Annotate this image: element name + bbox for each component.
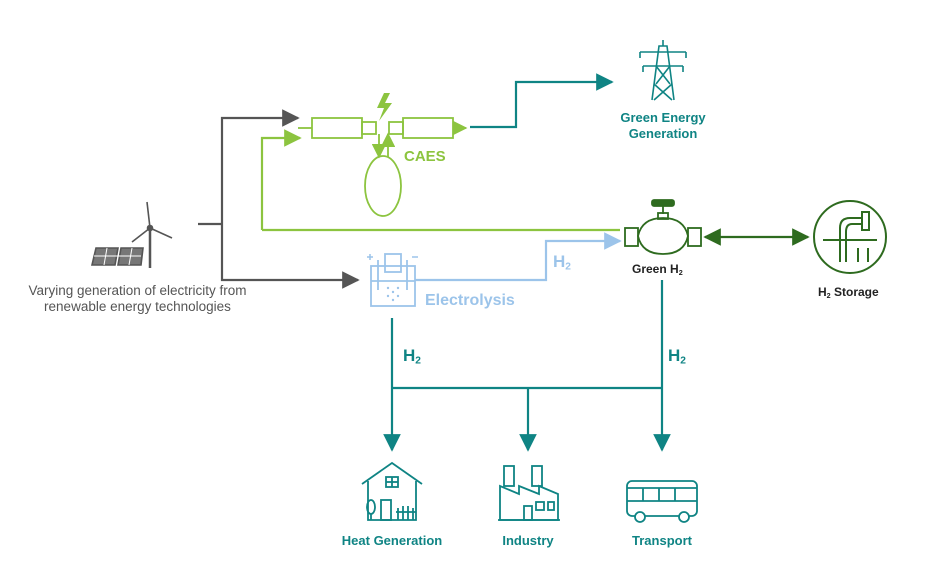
house-icon (361, 461, 423, 521)
caes-icon (260, 93, 468, 230)
h2-label-right-branch: H2 (668, 346, 686, 367)
transport-label: Transport (632, 533, 692, 548)
green-h2-text: Green H (632, 262, 679, 276)
h2-flow-subscript: 2 (565, 261, 571, 273)
electrolysis-label: Electrolysis (425, 292, 515, 309)
caes-label: CAES (404, 148, 446, 165)
h2-right-subscript: 2 (680, 355, 686, 367)
h2-storage-text: Storage (830, 285, 879, 299)
h2-storage-label: H2 Storage (818, 285, 879, 300)
h2-flow-text: H (553, 252, 566, 271)
h2-distribution-lines (383, 280, 671, 452)
green-h2-subscript: 2 (678, 267, 683, 277)
solar-panel-icon (90, 247, 144, 266)
source-label: Varying generation of electricity from r… (28, 283, 247, 314)
industry-label: Industry (502, 533, 554, 548)
transmission-tower-icon (639, 40, 687, 101)
green-energy-generation-label: Green Energy Generation (620, 110, 706, 141)
bus-icon (626, 480, 698, 523)
heat-generation-label: Heat Generation (341, 533, 443, 548)
h2-label-left-branch: H2 (403, 346, 421, 367)
h2-right-text: H (668, 346, 681, 365)
valve-icon (624, 199, 702, 255)
h2-storage-icon (813, 200, 887, 274)
renewable-energy-icon (90, 201, 173, 268)
source-feed-lines (198, 109, 360, 289)
factory-icon (498, 465, 560, 521)
h2-left-text: H (403, 346, 416, 365)
green-h2-label: Green H2 (632, 262, 683, 277)
h2-left-subscript: 2 (415, 355, 421, 367)
caes-to-grid-arrow (470, 73, 614, 129)
electrolysis-icon (367, 253, 418, 307)
h2-storage-subscript: 2 (826, 290, 831, 300)
wind-turbine-icon (131, 201, 173, 268)
h2-label-electrolysis-flow: H2 (553, 252, 571, 273)
electrolysis-to-h2-arrow (415, 232, 622, 282)
h2-storage-prefix: H (818, 285, 827, 299)
